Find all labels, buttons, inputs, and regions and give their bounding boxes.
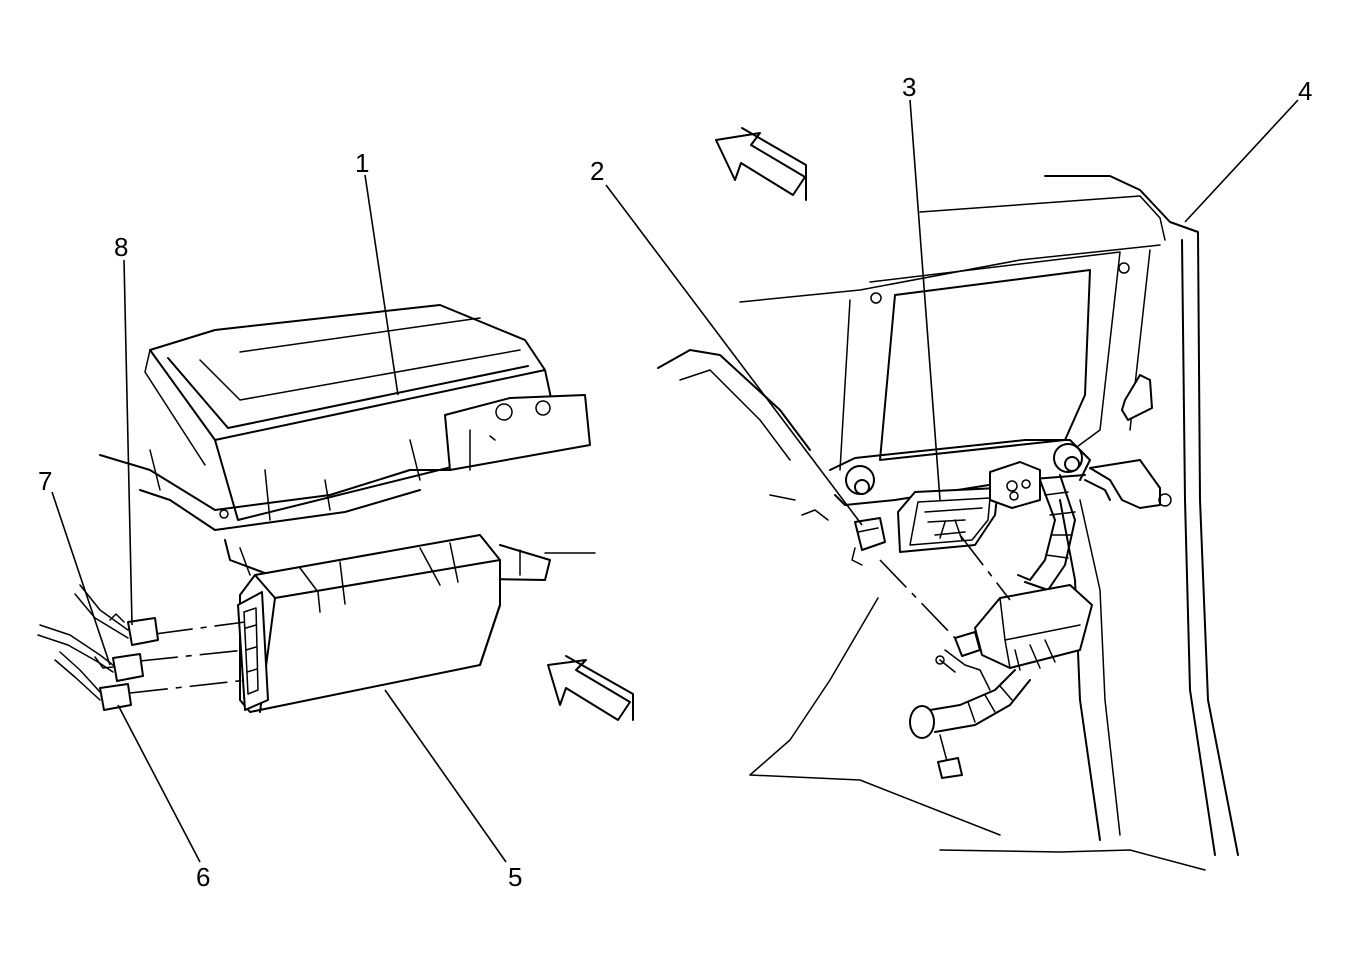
connector-alignment-lines (129, 621, 248, 694)
diagnostic-connector-part-3 (897, 461, 1041, 553)
leader-line-6 (117, 704, 201, 863)
callout-5: 5 (508, 862, 522, 892)
leader-line-3 (909, 99, 941, 501)
connector-alignment-line-right (879, 534, 1011, 639)
leader-line-2 (605, 184, 863, 526)
forward-arrow-icon-top (715, 127, 807, 201)
connector-part-7 (37, 624, 144, 682)
control-module-part-5 (237, 534, 501, 713)
leader-line-8 (123, 259, 133, 626)
right-assembly (605, 99, 1299, 871)
callout-3: 3 (902, 72, 916, 102)
callout-1: 1 (355, 148, 369, 178)
mounting-bracket (829, 439, 1172, 509)
connector-part-6 (54, 651, 132, 711)
forward-arrow-icon (547, 655, 634, 721)
leader-line-5 (384, 689, 507, 863)
connector-part-8 (74, 584, 159, 646)
left-assembly (37, 174, 634, 863)
connector-part-2 (851, 517, 886, 566)
callout-6: 6 (196, 862, 210, 892)
callout-4: 4 (1298, 76, 1312, 106)
wiring-harness (909, 474, 1111, 779)
leader-line-7 (51, 491, 111, 666)
callout-8: 8 (114, 232, 128, 262)
callout-2: 2 (590, 156, 604, 186)
leader-line-4 (1184, 99, 1299, 223)
leader-line-1 (364, 174, 399, 396)
callout-7: 7 (38, 466, 52, 496)
body-panel-part-4 (657, 175, 1239, 871)
upper-panel-part-1 (99, 304, 596, 581)
